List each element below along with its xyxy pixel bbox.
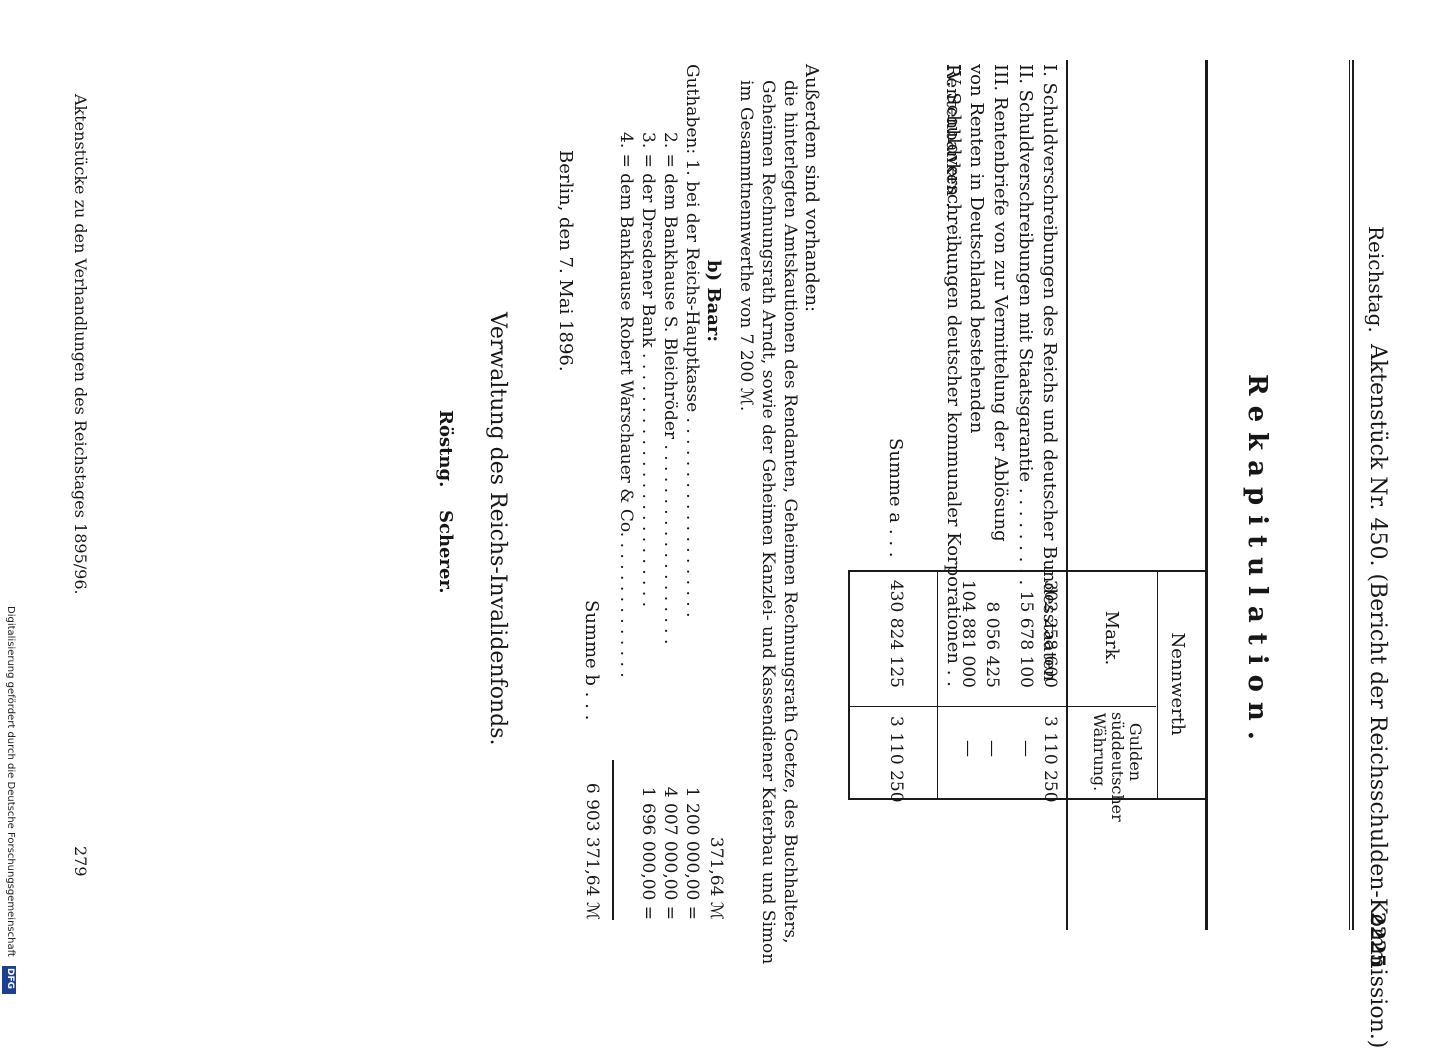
baar-row-1-label: Guthaben: 1. bei der Reichs-Hauptkasse .… [682, 64, 702, 618]
table-sum-mark: 430 824 125 [886, 579, 906, 688]
table-sum-gulden: 3 110 250 [886, 716, 906, 803]
header-page-number: 2225 [1366, 912, 1390, 968]
baar-heading: b) Baar: [703, 260, 724, 343]
baar-row-2-label: 2. = dem Bankhause S. Bleichröder . . . … [660, 132, 680, 645]
dfg-logo: DFG [2, 966, 16, 994]
column-header-mark: Mark. [1101, 610, 1122, 666]
table-vertical-rule-2 [848, 706, 1156, 707]
page-title: Rekapitulation. [1242, 374, 1272, 750]
table-row-2-label: II. Schuldverschreibungen mit Staatsgara… [1015, 64, 1036, 586]
column-header-gulden: Gulden süddeutscher Währung. [1090, 712, 1145, 822]
baar-row-1-value: 1 200 000,00 = [682, 786, 702, 920]
document-viewport: Reichstag. Aktenstück Nr. 450. (Bericht … [2, 40, 1414, 1048]
para-line-2: die hinterlegten Amtskautionen des Renda… [780, 80, 800, 944]
signature-organisation: Verwaltung des Reichs-Invalidenfonds. [485, 312, 510, 746]
header-rule-thin [1349, 60, 1350, 930]
table-bottom-rule [848, 570, 850, 800]
table-row-4-gulden: — [958, 740, 978, 757]
para-line-3: Geheimen Rechnungsrath Arndt, sowie der … [758, 80, 778, 965]
dfg-logo-text: DFG [5, 968, 15, 990]
baar-first-value: 371,64 ℳ [706, 836, 726, 920]
table-row-3-mark: 8 056 425 [982, 601, 1002, 688]
signature-name-1: Röstng. [435, 410, 456, 488]
baar-row-3-value: 1 696 000,00 = [638, 786, 658, 920]
table-row-3-gulden: — [982, 740, 1002, 757]
baar-row-2-value: 4 007 000,00 = [660, 786, 680, 920]
table-sum-rule [937, 570, 938, 800]
baar-sum-label: Summe b . . . [581, 600, 602, 721]
rotated-document-page: Reichstag. Aktenstück Nr. 450. (Bericht … [34, 40, 1414, 1048]
date-line: Berlin, den 7. Mai 1896. [555, 150, 576, 372]
baar-row-3-label: 3. = der Dresdener Bank . . . . . . . . … [638, 132, 658, 608]
header-left: Reichstag. [1364, 226, 1388, 333]
table-sum-label: Summe a . . . [885, 438, 906, 558]
baar-row-4-label: 4. = dem Bankhause Robert Warschauer & C… [616, 132, 636, 678]
footer-left: Aktenstücke zu den Verhandlungen des Rei… [71, 94, 90, 595]
para-line-4: im Gesammtnennwerthe von 7 200 ℳ. [736, 80, 756, 412]
signature-name-2: Scherer. [435, 510, 456, 594]
margin-note-text: Digitalisierung gefördert durch die Deut… [5, 606, 16, 957]
table-row-4-mark: 104 881 000 [958, 579, 978, 688]
table-row-1-gulden: 3 110 250 [1040, 716, 1060, 803]
baar-sum-value: 6 903 371,64 ℳ [582, 782, 602, 920]
footer-page-number: 279 [71, 846, 90, 877]
baar-sum-rule [612, 760, 614, 920]
table-row-2-gulden: — [1016, 740, 1036, 757]
table-row-1-mark: 302 258 600 [1040, 579, 1060, 688]
table-group-rule [1157, 570, 1158, 798]
digitization-margin-note: Digitalisierung gefördert durch die Deut… [2, 606, 16, 966]
para-line-1: Außerdem sind vorhanden: [801, 64, 822, 313]
table-row-2-mark: 15 678 100 [1016, 590, 1036, 688]
column-group-nennwerth: Nennwerth [1167, 632, 1188, 736]
header-rule [1352, 60, 1354, 930]
